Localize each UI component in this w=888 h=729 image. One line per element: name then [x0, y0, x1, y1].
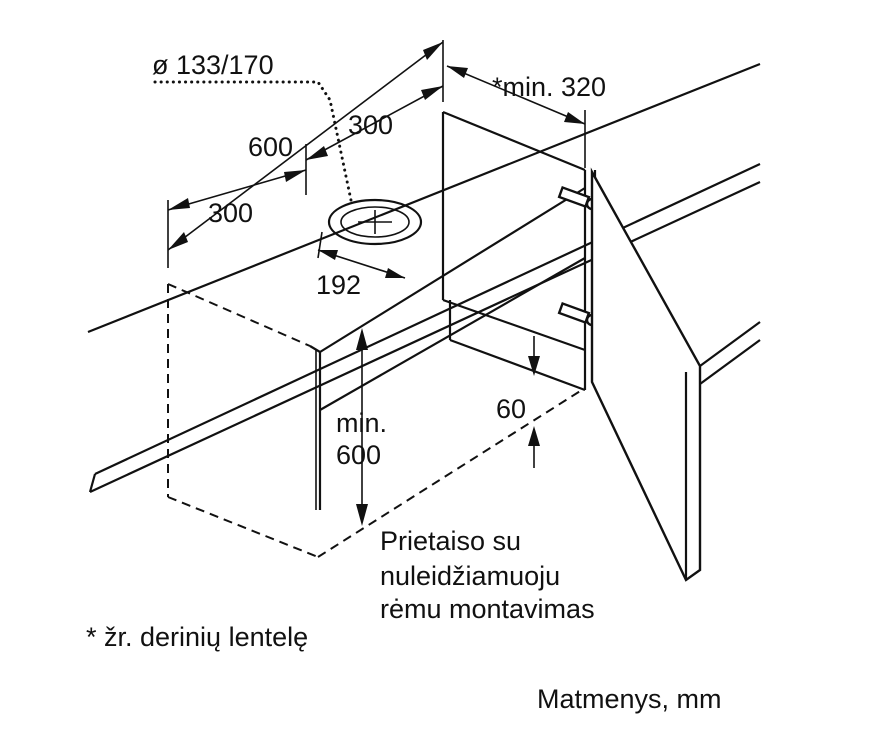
open-door — [590, 167, 761, 582]
offset-192-label: 192 — [316, 270, 361, 300]
duct-offset-dimension — [317, 231, 406, 279]
footnote: * žr. derinių lentelę — [86, 622, 308, 652]
diameter-leader — [153, 80, 354, 207]
caption-line-2: nuleidžiamuoju — [380, 561, 560, 591]
shelf-rails — [87, 62, 761, 493]
depth-dimension — [446, 65, 586, 168]
appliance-outline — [167, 283, 586, 558]
duct-opening — [327, 198, 423, 246]
units-label: Matmenys, mm — [537, 684, 722, 714]
gap-60-label: 60 — [496, 394, 526, 424]
width-300-left-label: 300 — [208, 198, 253, 228]
caption-line-3: rėmu montavimas — [380, 594, 595, 624]
diameter-label: ø 133/170 — [152, 50, 274, 80]
width-dimensions — [167, 40, 444, 268]
height-dimension — [356, 328, 368, 526]
width-600-label: 600 — [248, 132, 293, 162]
height-600-label: 600 — [336, 440, 381, 470]
min-label: min. — [336, 408, 387, 438]
min-320-label: *min. 320 — [492, 72, 606, 102]
width-300-right-label: 300 — [348, 110, 393, 140]
caption-line-1: Prietaiso su — [380, 526, 521, 556]
gap-dimension — [528, 336, 540, 468]
